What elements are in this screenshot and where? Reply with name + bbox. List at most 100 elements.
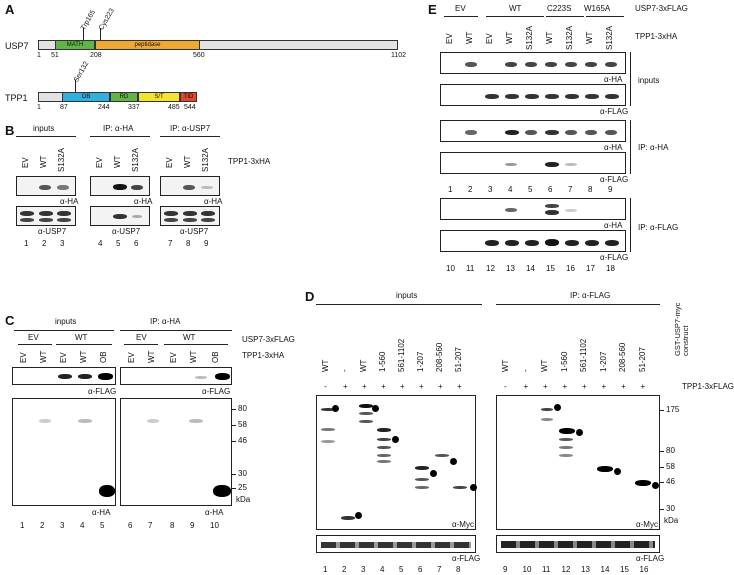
c-lane-label: WT [189, 350, 198, 363]
d-ab-flag: α-FLAG [452, 554, 481, 563]
e-blot-ipflag-flag [440, 230, 626, 252]
e-group-line [444, 16, 478, 17]
b-ab-label: α-HA [134, 197, 153, 206]
d-lane-number: 5 [399, 565, 404, 574]
c-ab-flag: α-FLAG [88, 387, 117, 396]
b-blot-ipusp7-usp7 [160, 206, 220, 226]
e-lane-label: S132A [565, 25, 574, 50]
e-group-w165a: W165A [584, 4, 611, 13]
c-header-inputs: inputs [55, 317, 77, 326]
c-lane-number: 8 [170, 521, 175, 530]
d-lane-number: 7 [437, 565, 442, 574]
d-tpp1-sign: + [381, 382, 386, 391]
c-lane-number: 7 [148, 521, 153, 530]
e-lane-number: 1 [448, 185, 453, 194]
b-header-line-3 [160, 136, 220, 137]
b-lane-label: EV [165, 157, 174, 168]
c-group-ev: EV [28, 333, 39, 342]
b-lane-number: 3 [60, 239, 65, 248]
d-lane-number: 11 [542, 565, 551, 574]
e-group-wt: WT [509, 4, 522, 13]
e-lane-number: 9 [608, 185, 613, 194]
c-lane-label: WT [79, 350, 88, 363]
tpp1-pos-87: 87 [60, 104, 68, 111]
c-lane-number: 1 [20, 521, 25, 530]
b-lane-number: 7 [168, 239, 173, 248]
d-marker-tick [660, 482, 664, 483]
d-lane-number: 13 [581, 565, 590, 574]
e-lane-label: WT [465, 31, 474, 44]
b-tpp1-label: TPP1-3xHA [228, 157, 271, 166]
d-lane-number: 10 [522, 565, 532, 574]
d-header-ip-flag: IP: α-FLAG [570, 291, 611, 300]
c-marker-25: 25 [238, 483, 247, 492]
e-blot-ipha-flag [440, 152, 626, 174]
c-lane-number: 5 [100, 521, 105, 530]
c-lane-label: WT [39, 350, 48, 363]
e-lane-number: 8 [588, 185, 593, 194]
e-lane-number: 7 [568, 185, 573, 194]
b-lane-label: WT [183, 155, 192, 168]
tpp1-pos-337: 337 [128, 104, 140, 111]
b-header-line-2 [90, 136, 150, 137]
tpp1-pos-1: 1 [37, 104, 41, 111]
usp7-pos-1: 1 [37, 52, 41, 59]
d-ab-myc: α-Myc [452, 520, 474, 529]
usp7-peptidase-domain: peptidase [95, 40, 200, 50]
c-group-wt: WT [75, 333, 88, 342]
c-usp7-label: USP7-3xFLAG [242, 335, 295, 344]
c-lane-number: 4 [80, 521, 85, 530]
b-lane-label: WT [39, 155, 48, 168]
c-blot-inputs-ha [12, 398, 116, 506]
d-lane-number: 14 [600, 565, 610, 574]
b-header-ip-ha: IP: α-HA [103, 124, 134, 133]
b-lane-label: S132A [201, 147, 210, 172]
c-marker-tick [232, 409, 236, 410]
tpp1-pos-544: 544 [184, 104, 196, 111]
e-lane-number: 13 [506, 264, 515, 273]
e-blot-ipflag-ha [440, 198, 626, 220]
e-lane-number: 6 [548, 185, 553, 194]
c-group-line [56, 344, 112, 345]
panel-label-b: B [5, 123, 15, 138]
d-dot [332, 405, 339, 412]
e-lane-label: EV [485, 33, 494, 44]
ser132-label: Ser132 [73, 60, 91, 84]
c-lane-number: 9 [190, 521, 195, 530]
c-header-line-2 [120, 330, 232, 331]
d-tpp1-sign: - [324, 382, 327, 391]
e-lane-label: WT [585, 31, 594, 44]
d-ab-myc: α-Myc [636, 520, 658, 529]
d-tpp1-sign: + [523, 382, 529, 391]
usp7-bar [38, 40, 398, 50]
e-group-line [586, 16, 624, 17]
e-lane-label: S132A [605, 25, 614, 50]
d-header-line-2 [496, 304, 660, 305]
c-lane-label: OB [99, 351, 108, 363]
d-lane-label: 1-560 [559, 351, 569, 372]
d-header-inputs: inputs [396, 291, 418, 300]
b-blot-ipha-usp7 [90, 206, 150, 226]
c-lane-label: EV [19, 352, 28, 363]
d-marker-tick [660, 410, 664, 411]
c-lane-number: 10 [210, 521, 219, 530]
cys223-label: Cys223 [98, 7, 116, 32]
c-group-ev: EV [136, 333, 147, 342]
e-ab-flag: α-FLAG [600, 175, 629, 184]
d-lane-number: 3 [361, 565, 366, 574]
b-blot-ipha-ha [90, 176, 150, 196]
usp7-math-domain: MATH [55, 40, 95, 50]
e-group-line [546, 16, 584, 17]
c-ab-ha: α-HA [92, 508, 111, 517]
c-tpp1-label: TPP1-3xHA [242, 351, 285, 360]
b-ab-label: α-USP7 [112, 227, 141, 236]
e-lane-number: 2 [468, 185, 473, 194]
e-lane-number: 4 [508, 185, 513, 194]
d-lane-label: 561-1102 [397, 338, 406, 372]
e-lane-number: 18 [606, 264, 615, 273]
usp7-pos-1102: 1102 [391, 52, 407, 59]
tpp1-ob-domain: OB [62, 92, 110, 102]
d-marker-58: 58 [666, 462, 675, 471]
c-lane-label: EV [169, 352, 178, 363]
d-lane-number: 2 [342, 565, 347, 574]
